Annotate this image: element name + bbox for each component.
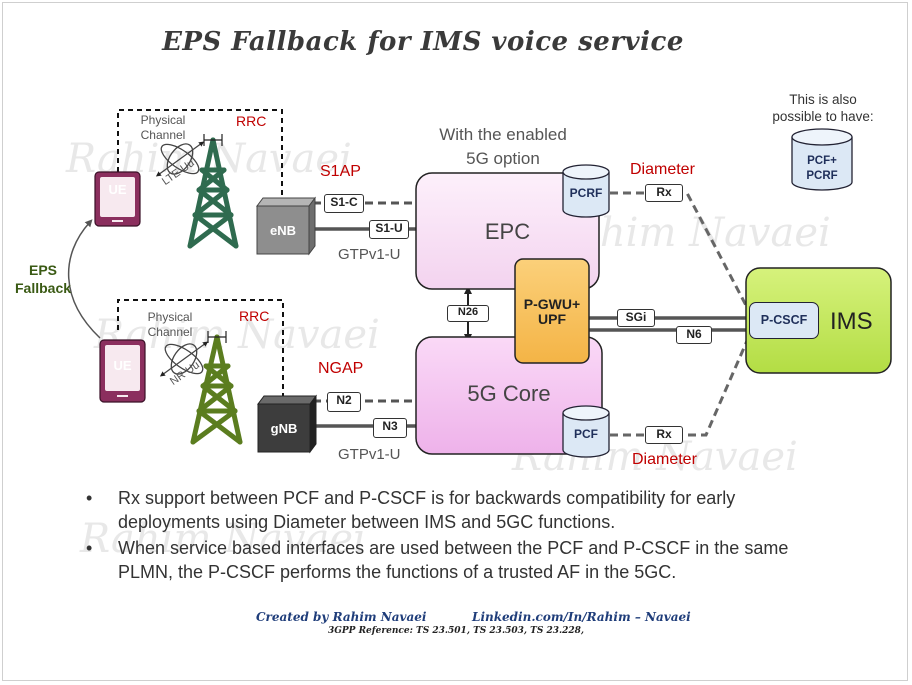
bullet-item: • When service based interfaces are used… — [86, 536, 816, 584]
enb-label: eNB — [269, 223, 296, 238]
rx-bottom-link — [610, 333, 752, 437]
nr-radio-icon — [159, 341, 209, 377]
nr-rrc-label: RRC — [239, 308, 270, 324]
pcrf-db-icon — [562, 164, 610, 218]
bullet-symbol: • — [86, 488, 93, 508]
pcf-pcrf-label: PCF+ PCRF — [792, 154, 852, 184]
ue-lte-device — [94, 171, 141, 227]
credit-author: Created by Rahim Navaei — [256, 610, 427, 624]
nr-physical-text: Physical — [147, 310, 193, 324]
credit-link[interactable]: Linkedin.com/In/Rahim – Navaei — [472, 610, 691, 624]
alternative-note: This is also possible to have: — [748, 91, 898, 125]
n26-interface-label: N26 — [447, 305, 489, 322]
note-line-1: This is also — [789, 92, 857, 107]
lte-antenna-icon — [203, 134, 223, 146]
diameter-top-label: Diameter — [630, 161, 695, 178]
ue-nr-label: UE — [113, 358, 132, 373]
pgwu-line: P-GWU+ — [523, 296, 581, 312]
ims-label: IMS — [830, 308, 873, 335]
bullet-text: Rx support between PCF and P-CSCF is for… — [118, 488, 736, 532]
5g-core-label: 5G Core — [467, 381, 551, 406]
pcf-pcrf-line-1: PCF+ — [807, 155, 837, 167]
nr-physical-channel-label: Physical Channel — [139, 310, 201, 340]
enb-box — [256, 196, 316, 256]
eps-fallback-line-2: Fallback — [14, 280, 72, 296]
gnb-box — [257, 394, 317, 454]
note-line-2: possible to have: — [772, 109, 874, 124]
bullet-list: • Rx support between PCF and P-CSCF is f… — [86, 486, 816, 586]
enabled-5g-option-text: With the enabled 5G option — [418, 123, 588, 171]
nr-antenna-icon — [207, 331, 227, 343]
upf-line: UPF — [538, 311, 566, 327]
gnb-label: gNB — [270, 421, 298, 436]
lte-physical-channel-label: Physical Channel — [132, 113, 194, 143]
n2-interface-label: N2 — [327, 392, 361, 412]
bullet-symbol: • — [86, 538, 93, 558]
s1c-interface-label: S1-C — [324, 194, 364, 213]
rrc-lte-path — [117, 109, 283, 198]
eps-fallback-line-1: EPS — [28, 262, 57, 278]
reference-text: 3GPP Reference: TS 23.501, TS 23.503, TS… — [327, 626, 585, 636]
5g-core-box — [415, 336, 603, 455]
pcf-label: PCF — [574, 427, 598, 441]
page-title: EPS Fallback for IMS voice service — [162, 27, 684, 57]
s1ap-label: S1AP — [320, 163, 361, 180]
bullet-text: When service based interfaces are used b… — [118, 538, 789, 582]
rx-top-interface-label: Rx — [645, 184, 683, 202]
n6-interface-label: N6 — [676, 326, 712, 344]
pcf-pcrf-line-2: PCRF — [806, 170, 838, 182]
lte-gtp-label: GTPv1-U — [338, 246, 401, 263]
lte-radio-icon — [155, 141, 205, 177]
nr-channel-text: Channel — [147, 325, 193, 339]
eps-fallback-label: EPS Fallback — [10, 261, 76, 297]
enabled-option-line-1: With the enabled — [439, 125, 567, 144]
watermark-text: Rahim Navaei — [79, 516, 366, 562]
pcf-db-icon — [562, 405, 610, 458]
s1u-interface-label: S1-U — [369, 220, 409, 239]
pcf-pcrf-db-icon — [791, 128, 853, 191]
lte-physical-text: Physical — [140, 113, 186, 127]
enabled-option-line-2: 5G option — [466, 149, 540, 168]
nr-tower-icon — [190, 334, 243, 445]
sgi-interface-label: SGi — [617, 309, 655, 327]
epc-label: EPC — [484, 219, 531, 244]
n3-interface-label: N3 — [373, 418, 407, 438]
nr-gtp-label: GTPv1-U — [338, 446, 401, 463]
rx-bottom-interface-label: Rx — [645, 426, 683, 444]
ue-lte-label: UE — [108, 182, 127, 197]
pcrf-label: PCRF — [569, 186, 603, 200]
pgwu-upf-label: P-GWU+ UPF — [515, 297, 589, 327]
ue-nr-device — [99, 339, 146, 403]
pgwu-upf-box — [514, 258, 590, 364]
eps-fallback-arrow — [67, 219, 101, 339]
bullet-item: • Rx support between PCF and P-CSCF is f… — [86, 486, 816, 534]
lte-tower-icon — [187, 137, 239, 249]
pcscf-label: P-CSCF — [760, 313, 808, 327]
diameter-bottom-label: Diameter — [632, 451, 697, 468]
ngap-label: NGAP — [318, 360, 364, 377]
rrc-nr-path — [117, 299, 284, 400]
pcscf-box — [749, 302, 819, 339]
lte-channel-text: Channel — [140, 128, 186, 142]
lte-rrc-label: RRC — [236, 113, 267, 129]
